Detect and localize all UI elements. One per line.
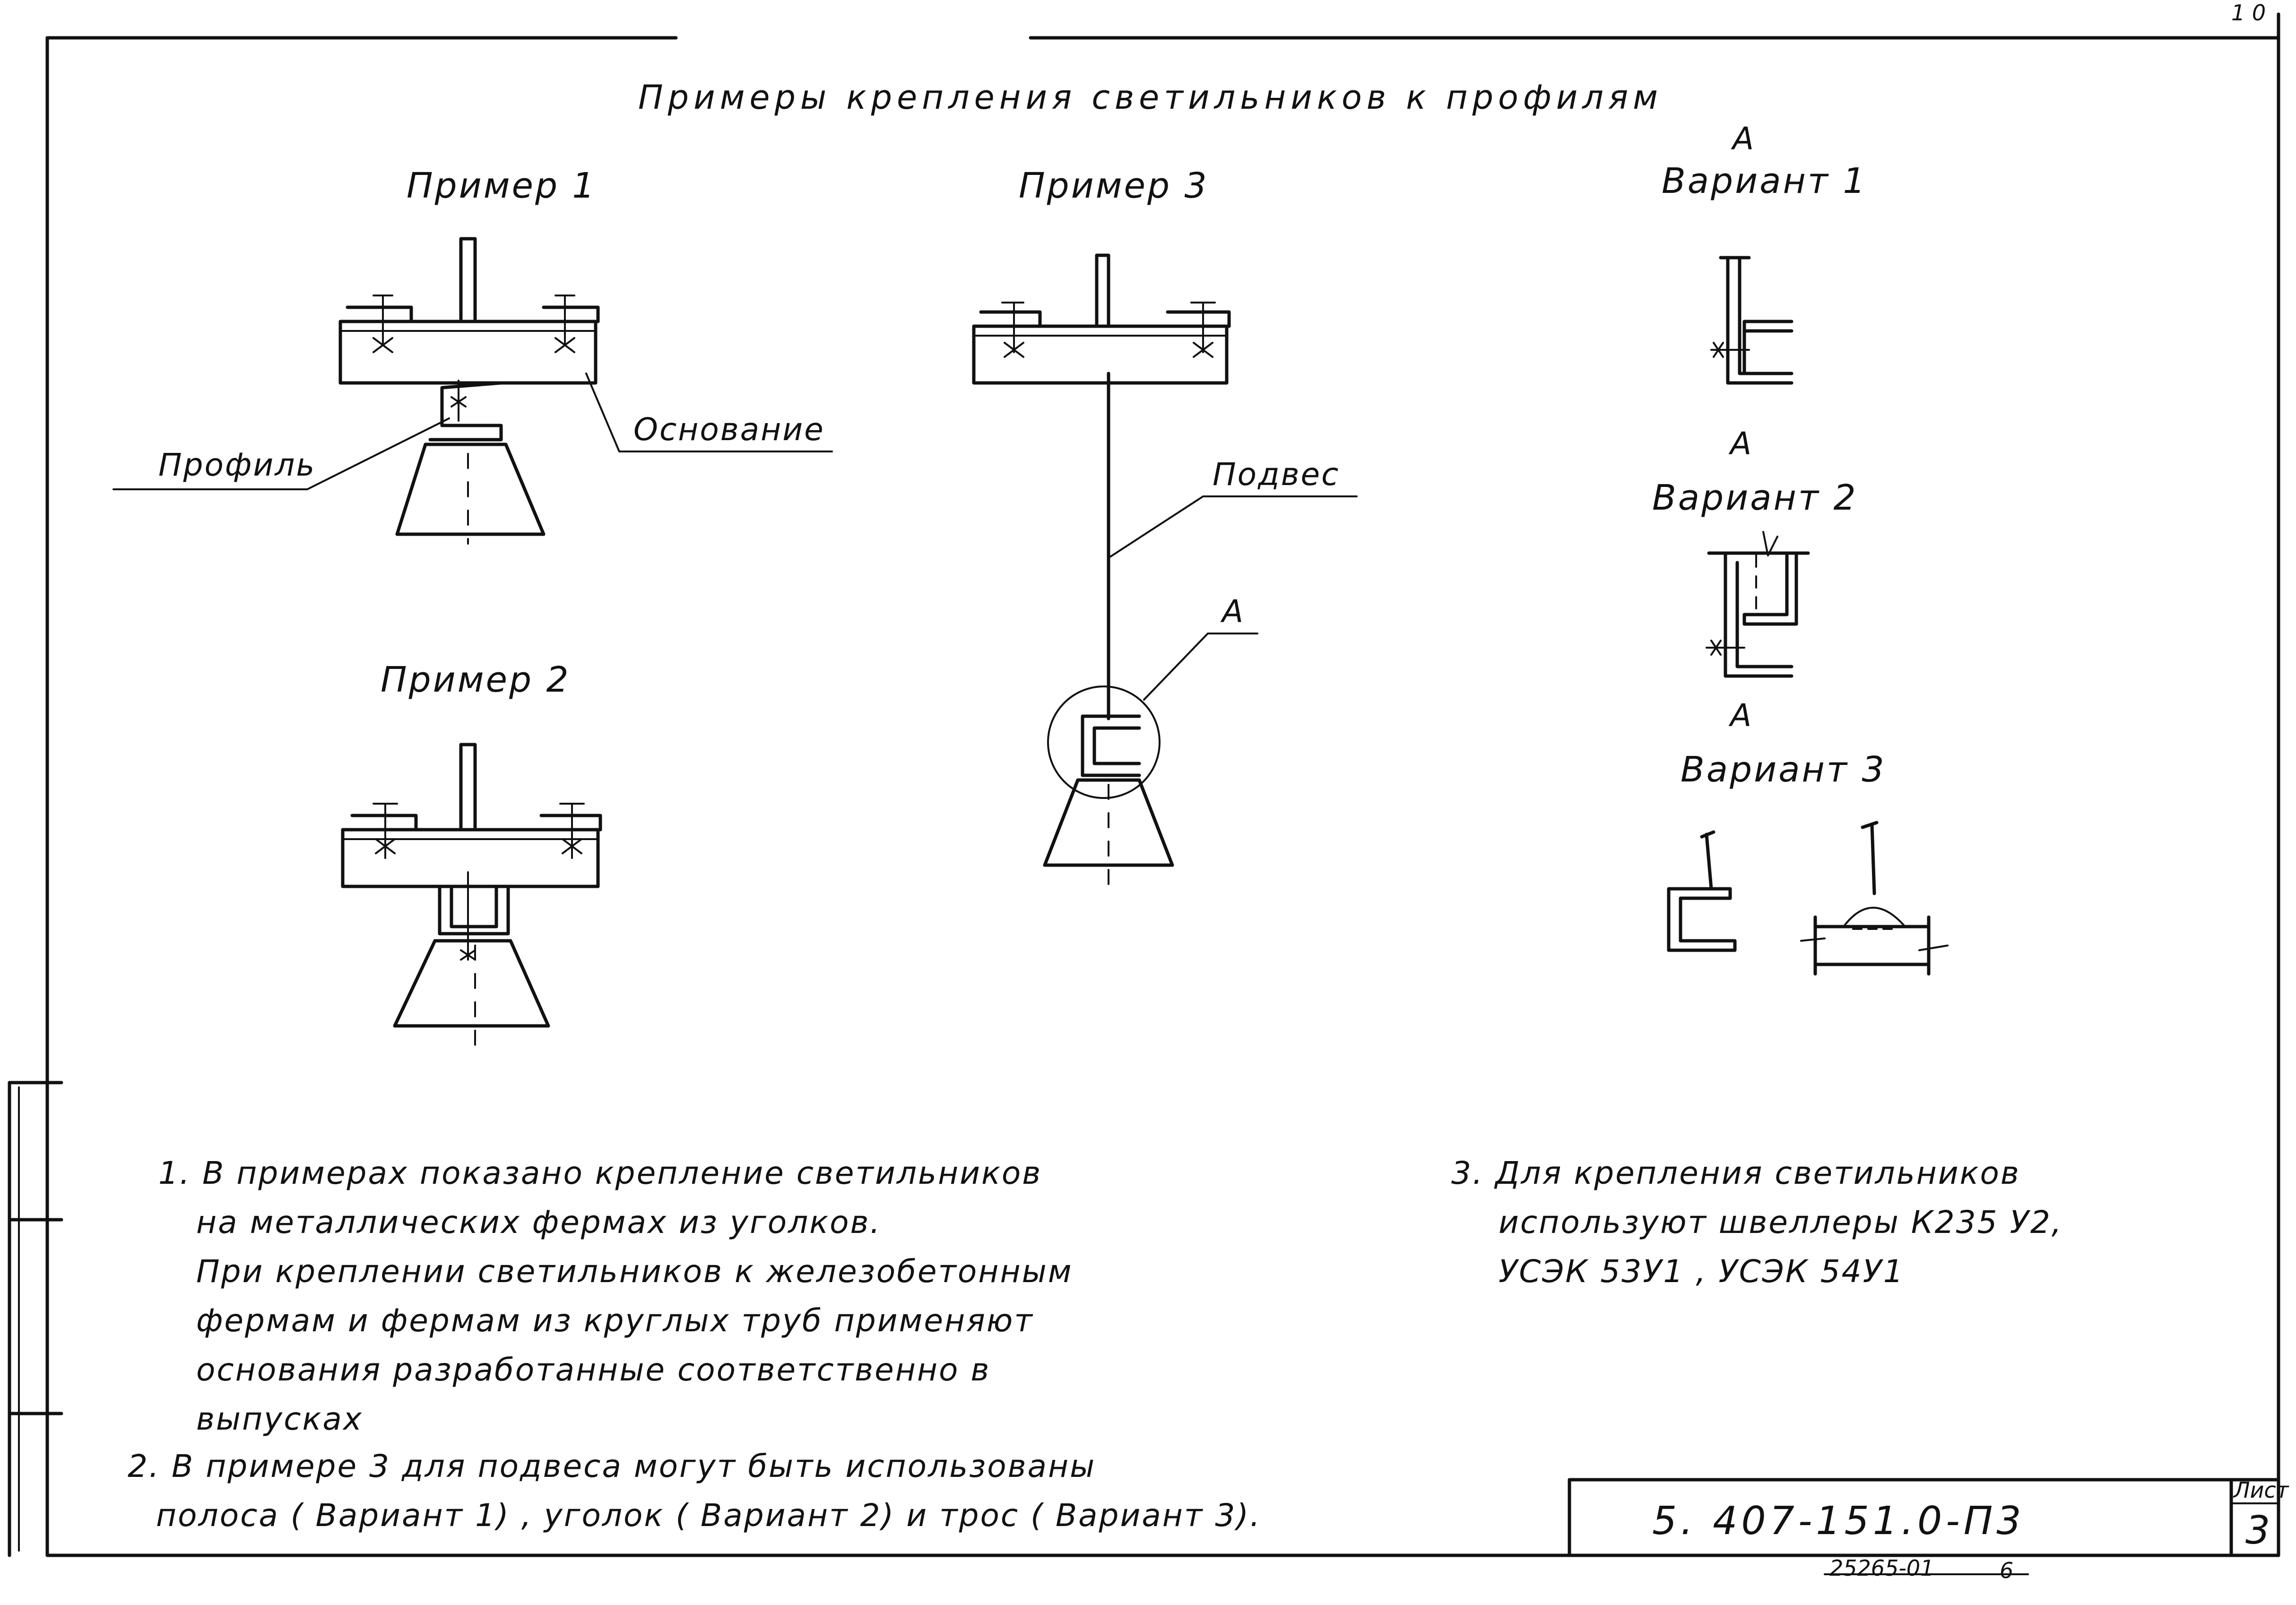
variant-3-drawing — [1667, 821, 1949, 976]
base-callout: Основание — [633, 411, 825, 448]
variant-2-mark: А — [1730, 425, 1753, 462]
page-title: Примеры крепления светильников к профиля… — [638, 78, 1663, 117]
hanger-callout: Подвес — [1213, 456, 1340, 493]
note-1-line-5: основания разработанные соответственно в — [196, 1352, 991, 1388]
variant-1-drawing — [1710, 256, 1793, 385]
note-3: 3. Для крепления светильников используют… — [1451, 1149, 2063, 1296]
sheet-number: 3 — [2245, 1508, 2274, 1553]
example-1-heading: Пример 1 — [407, 165, 597, 206]
note-1-line-3: При креплении светильников к железобетон… — [196, 1253, 1073, 1290]
note-3-line-2: используют швеллеры К235 У2, — [1499, 1204, 2063, 1241]
archive-stamp-suffix: 6 — [2000, 1558, 2014, 1583]
variant-3-label: Вариант 3 — [1681, 749, 1886, 790]
sheet-frame — [8, 12, 2280, 1557]
example-3-drawing — [972, 253, 1358, 890]
sheet-label: Лист — [2234, 1477, 2289, 1503]
variant-1-label: Вариант 1 — [1662, 161, 1867, 201]
note-2-line-1: 2. В примере 3 для подвеса могут быть ис… — [128, 1448, 1096, 1484]
corner-mark: 1 0 — [2231, 0, 2266, 26]
profile-callout: Профиль — [158, 447, 316, 483]
detail-a-callout: А — [1222, 593, 1245, 630]
note-2-line-2: полоса ( Вариант 1) , уголок ( Вариант 2… — [156, 1497, 1262, 1534]
archive-stamp: 25265-01 — [1829, 1555, 1934, 1581]
variant-1-mark: А — [1733, 121, 1756, 157]
note-1-line-6: выпусках — [196, 1401, 363, 1437]
note-1-line-2: на металлических фермах из уголков. — [196, 1204, 882, 1241]
variant-3-mark: А — [1730, 697, 1753, 734]
variant-2-label: Вариант 2 — [1652, 477, 1858, 518]
note-2: 2. В примере 3 для подвеса могут быть ис… — [128, 1442, 1261, 1540]
example-3-heading: Пример 3 — [1019, 165, 1209, 206]
note-3-line-1: 3. Для крепления светильников — [1451, 1155, 2020, 1191]
note-1-line-1: 1. В примерах показано крепление светиль… — [158, 1155, 1042, 1191]
variant-2-drawing — [1706, 531, 1810, 678]
note-1-line-4: фермам и фермам из круглых труб применяю… — [196, 1302, 1034, 1339]
drawing-code: 5. 407-151.0-П3 — [1652, 1499, 2025, 1544]
example-2-heading: Пример 2 — [381, 659, 571, 700]
example-2-drawing — [341, 743, 602, 1050]
note-3-line-3: УСЭК 53У1 , УСЭК 54У1 — [1499, 1253, 1905, 1290]
example-1-drawing — [113, 237, 833, 545]
note-1: 1. В примерах показано крепление светиль… — [158, 1149, 1073, 1444]
